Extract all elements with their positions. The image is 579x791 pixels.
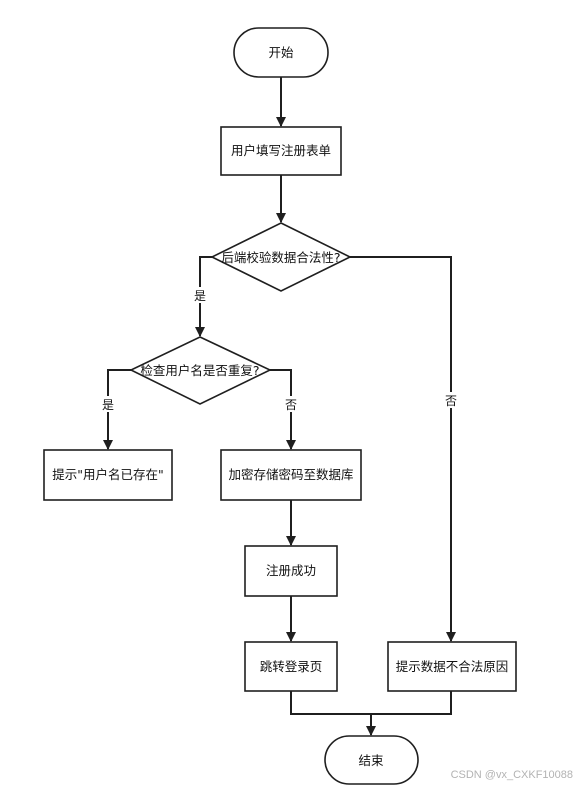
- encrypt-label: 加密存储密码至数据库: [228, 467, 353, 482]
- edge-redirect-merge: [290, 691, 452, 715]
- edge-label-validate-no: 否: [445, 394, 457, 408]
- watermark: CSDN @vx_CXKF10088: [450, 769, 573, 781]
- exists-tip-process: [43, 449, 173, 501]
- redirect-process: [244, 641, 338, 692]
- success-process: [244, 545, 338, 597]
- end-label: 结束: [358, 753, 384, 768]
- exists-tip-label: 提示"用户名已存在": [52, 467, 164, 482]
- start-terminal: [233, 27, 329, 78]
- validate-decision: [210, 222, 352, 292]
- edge-label-validate-yes: 是: [194, 289, 206, 303]
- end-terminal: [324, 735, 419, 785]
- invalid-tip-process: [387, 641, 517, 692]
- validate-label: 后端校验数据合法性?: [221, 250, 340, 265]
- check-dup-decision: [129, 336, 272, 405]
- fill-form-label: 用户填写注册表单: [231, 143, 331, 158]
- invalid-tip-label: 提示数据不合法原因: [396, 659, 509, 674]
- check-dup-label: 检查用户名是否重复?: [140, 363, 259, 378]
- edge-label-dup-yes: 是: [102, 398, 114, 412]
- encrypt-process: [220, 449, 362, 501]
- edge-validate-yes: [195, 256, 212, 337]
- edge-dup-no: [270, 369, 296, 450]
- edge-dup-yes: [103, 369, 131, 450]
- success-label: 注册成功: [266, 563, 316, 578]
- edge-validate-no: [350, 256, 456, 642]
- redirect-label: 跳转登录页: [260, 659, 323, 674]
- edge-label-dup-no: 否: [285, 398, 297, 412]
- start-label: 开始: [268, 45, 294, 60]
- fill-form-process: [220, 126, 342, 176]
